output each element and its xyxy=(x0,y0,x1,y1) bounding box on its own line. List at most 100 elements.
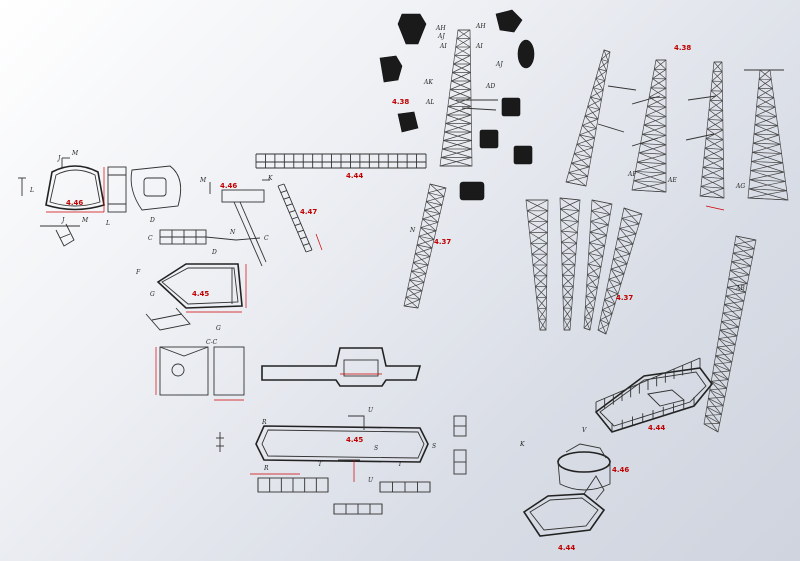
drawing-line xyxy=(527,199,549,212)
drawing-line xyxy=(585,306,594,310)
drawing-line xyxy=(424,209,441,215)
drawing-line xyxy=(604,293,619,300)
drawing-line xyxy=(286,203,293,207)
drawing-line xyxy=(418,235,435,240)
drawing-line xyxy=(716,346,734,354)
drawing-line xyxy=(562,275,575,287)
drawing-line xyxy=(584,316,592,320)
drawing-line xyxy=(716,346,733,363)
platform-444-plan: 4.45 R R U U S S T T xyxy=(216,407,467,484)
drawing-line xyxy=(652,78,667,89)
drawing-line xyxy=(727,286,746,293)
drawing-line xyxy=(601,59,609,62)
drawing-line xyxy=(405,296,421,300)
drawing-line xyxy=(561,243,577,254)
drawing-line xyxy=(748,188,789,201)
drawing-line xyxy=(642,133,667,136)
drawing-line xyxy=(598,61,609,70)
drawing-line xyxy=(533,264,548,277)
drawing-line xyxy=(589,235,607,243)
section-M: M xyxy=(71,150,79,157)
drawing-line xyxy=(590,96,602,101)
drawing-line xyxy=(714,363,731,372)
platform-446-side: L xyxy=(103,166,127,227)
drawing-line xyxy=(587,274,600,278)
drawing-line xyxy=(709,99,723,102)
section-AG: AG xyxy=(735,183,745,190)
drawing-line xyxy=(603,49,611,53)
drawing-line xyxy=(600,319,610,325)
section-M2: M xyxy=(81,217,89,224)
section-V: V xyxy=(582,427,587,434)
drawing-line xyxy=(586,284,598,289)
section-J: J xyxy=(56,155,61,162)
drawing-line xyxy=(702,166,724,179)
drawing-line xyxy=(405,297,419,309)
drawing-line xyxy=(588,245,605,254)
drawing-line xyxy=(606,283,622,290)
platform-445-plan: 4.45 F G G xyxy=(135,263,247,332)
section-D2: D xyxy=(211,249,217,256)
drawing-line xyxy=(409,279,423,292)
masts-438-group: 4.38 AF AE AG xyxy=(565,44,789,211)
drawing-line xyxy=(560,221,579,232)
drawing-line xyxy=(602,303,616,310)
slotted-strip-plan xyxy=(261,347,422,387)
railing-444-long: 4.44 xyxy=(255,153,427,180)
section-K: K xyxy=(267,175,273,182)
drawing-line xyxy=(528,210,549,222)
drawing-line xyxy=(582,125,595,139)
drawing-line xyxy=(606,289,619,295)
drawing-line xyxy=(560,199,581,210)
drawing-line xyxy=(735,235,755,250)
drawing-line xyxy=(638,152,667,165)
drawing-line xyxy=(640,143,667,146)
drawing-line xyxy=(591,199,613,205)
drawing-line xyxy=(294,223,301,227)
drawing-line xyxy=(719,329,736,345)
drawing-line xyxy=(536,297,547,309)
section-S2: S xyxy=(432,443,436,450)
drawing-line xyxy=(650,87,667,99)
drawing-line xyxy=(455,46,471,56)
drawing-line xyxy=(705,415,720,424)
drawing-line xyxy=(538,308,547,320)
drawing-line xyxy=(416,244,431,257)
drawing-line xyxy=(303,242,310,246)
drawing-line xyxy=(705,138,724,150)
mast-top-detail: 4.38 AH AH AI AI AJ AJ AK AL AD xyxy=(379,9,535,201)
drawing-line xyxy=(758,87,775,99)
drawing-line xyxy=(637,161,667,174)
drawing-line xyxy=(562,285,573,298)
detail-plates: C-C xyxy=(155,339,245,401)
drawing-line xyxy=(562,274,575,277)
drawing-line xyxy=(595,357,701,403)
drawing-line xyxy=(539,318,547,331)
drawing-line xyxy=(730,269,750,276)
platform-446-top: M J xyxy=(40,165,182,247)
drawing-line xyxy=(420,227,435,240)
drawing-line xyxy=(735,235,757,241)
drawing-line xyxy=(587,106,599,120)
drawing-line xyxy=(561,232,578,243)
drawing-line xyxy=(638,152,667,155)
drawing-line xyxy=(749,179,787,192)
drawing-line xyxy=(561,253,577,265)
drawing-line xyxy=(603,49,609,62)
drawing-line xyxy=(588,252,603,257)
drawing-line xyxy=(537,308,547,320)
section-T2: T xyxy=(398,461,403,468)
drawing-line xyxy=(648,96,667,108)
drawing-line xyxy=(734,244,755,250)
drawing-line xyxy=(621,217,640,225)
drawing-line xyxy=(562,286,574,298)
drawing-line xyxy=(443,140,472,150)
drawing-line xyxy=(409,279,425,283)
drawing-line xyxy=(718,338,734,354)
drawing-line xyxy=(529,221,548,233)
drawing-line xyxy=(426,201,441,214)
drawing-line xyxy=(706,128,724,141)
drawing-line xyxy=(444,131,472,141)
section-AL: AL xyxy=(425,99,434,106)
